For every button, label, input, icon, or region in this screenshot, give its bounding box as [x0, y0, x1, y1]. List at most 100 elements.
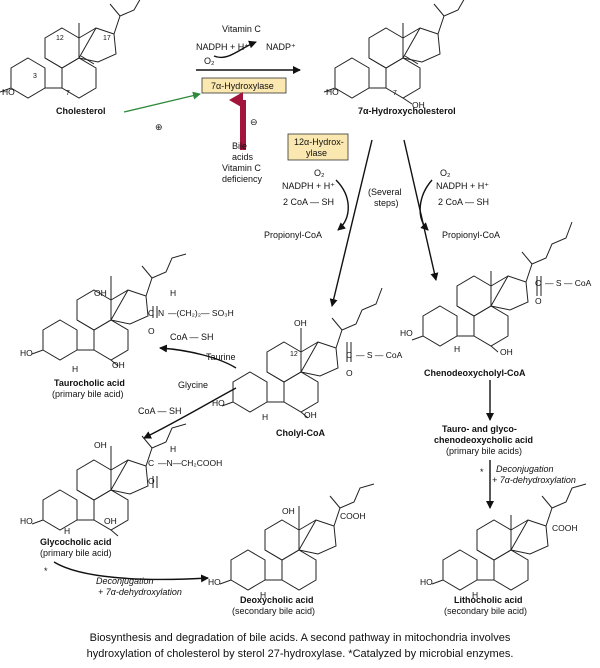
cheno-ho-label: HO	[400, 328, 413, 338]
bile-acid-pathway-diagram: 12 17 3 7 HO Cholesterol ⊕ Vitamin C NAD…	[0, 0, 592, 616]
nadph-label: NADPH + H⁺	[196, 42, 249, 52]
tauro-oh-top: OH	[94, 288, 107, 298]
cholyl-ho-label: HO	[212, 398, 225, 408]
litho-ho-label: HO	[420, 577, 433, 587]
bile-label-4: deficiency	[222, 174, 263, 184]
left-dehydroxylation-label: + 7α-dehydroxylation	[98, 587, 182, 597]
cheno-scoa-label: — S — CoA	[545, 278, 592, 288]
tauro-h-label: H	[170, 288, 176, 298]
tauro-glyco-sub: (primary bile acids)	[446, 446, 522, 456]
cheno-o-label: O	[535, 296, 542, 306]
atom-number-12: 12	[56, 35, 64, 42]
hydroxycholesterol-label: 7α-Hydroxycholesterol	[358, 106, 456, 116]
left-o2-label: O₂	[314, 168, 325, 178]
chenodeoxycholyl-coa-label: Chenodeoxycholyl-CoA	[424, 368, 526, 378]
bile-label-2: acids	[232, 152, 254, 162]
glyco-oh-label: OH	[104, 516, 117, 526]
hydroxy-ho-label: HO	[326, 87, 339, 97]
12a-hydroxylase-box	[287, 133, 349, 161]
bile-label-1: Bile	[232, 141, 247, 151]
glyco-oh-top: OH	[94, 440, 107, 450]
cholyl-atom-12: 12	[290, 351, 298, 358]
right-propionyl-label: Propionyl-CoA	[442, 230, 500, 240]
chenodeoxycholyl-coa-structure	[411, 221, 573, 353]
tauro-h2-label: H	[72, 364, 78, 374]
right-cofactor-curve	[419, 179, 433, 231]
deoxy-h-label: H	[260, 590, 266, 600]
glycocholic-label: Glycocholic acid	[40, 537, 112, 547]
glyco-coash-label: CoA — SH	[138, 406, 182, 416]
12a-hydroxylase-label-2: ylase	[306, 148, 327, 158]
right-deconjugation-label: Deconjugation	[496, 464, 554, 474]
left-cofactor-curve	[335, 179, 349, 231]
several-steps-2: steps)	[374, 198, 399, 208]
glyco-o-label: O	[148, 476, 155, 486]
lithocholic-sub: (secondary bile acid)	[444, 606, 527, 616]
cheno-h-label: H	[454, 344, 460, 354]
deoxycholic-label: Deoxycholic acid	[240, 595, 314, 605]
taurocholic-sub: (primary bile acid)	[52, 389, 124, 399]
cholyl-oh-label: OH	[304, 410, 317, 420]
taurocholic-structure	[31, 253, 187, 367]
right-deconj-star: *	[480, 467, 484, 477]
glycine-label: Glycine	[178, 380, 208, 390]
litho-cooh-label: COOH	[552, 523, 578, 533]
tauro-o-label: O	[148, 326, 155, 336]
deoxycholic-sub: (secondary bile acid)	[232, 606, 315, 616]
caption-line-1: Biosynthesis and degradation of bile aci…	[89, 632, 511, 644]
cholyl-coa-structure	[221, 287, 383, 419]
left-deconjugation-label: Deconjugation	[96, 576, 154, 586]
tauro-glyco-label-1: Tauro- and glyco-	[442, 424, 517, 434]
hydroxy-atom-number-7: 7	[393, 90, 397, 97]
deoxy-cooh-label: COOH	[340, 511, 366, 521]
tauro-c-label: C	[148, 308, 154, 318]
right-dehydroxylation-label: + 7α-dehydroxylation	[492, 475, 576, 485]
glyco-ho-label: HO	[20, 516, 33, 526]
left-coash-label: 2 CoA — SH	[283, 197, 334, 207]
atom-number-17: 17	[103, 35, 111, 42]
cholyl-scoa-label: — S — CoA	[356, 350, 403, 360]
tauro-ho-label: HO	[20, 348, 33, 358]
cholesterol-label: Cholesterol	[56, 106, 106, 116]
cholyl-c-label: C	[346, 350, 352, 360]
cholyl-oh-top: OH	[294, 318, 307, 328]
cholyl-coa-label: Cholyl-CoA	[276, 428, 325, 438]
left-nadph-label: NADPH + H⁺	[282, 181, 335, 191]
glyco-h2-label: H	[64, 526, 70, 536]
cholesterol-structure	[0, 0, 141, 99]
atom-number-3: 3	[33, 73, 37, 80]
left-propionyl-label: Propionyl-CoA	[264, 230, 322, 240]
to-taurocholic-arrow	[159, 344, 237, 369]
cholyl-o-label: O	[346, 368, 353, 378]
glyco-chain-label: —N—CH₂COOH	[158, 458, 222, 468]
cheno-oh-label: OH	[500, 347, 513, 357]
inhibition-minus-sign: ⊖	[250, 117, 258, 127]
12a-hydroxylase-label-1: 12α-Hydrox-	[294, 137, 344, 147]
to-glycocholic-arrow	[143, 387, 237, 439]
cholyl-h-label: H	[262, 412, 268, 422]
caption-line-2: hydroxylation of cholesterol by sterol 2…	[86, 648, 514, 660]
taurocholic-label: Taurocholic acid	[54, 378, 125, 388]
figure-caption: Biosynthesis and degradation of bile aci…	[0, 630, 600, 662]
glyco-h-label: H	[170, 444, 176, 454]
o2-label: O₂	[204, 56, 215, 66]
nadp-label: NADP⁺	[266, 42, 296, 52]
bile-label-3: Vitamin C	[222, 163, 261, 173]
left-deconj-star: *	[44, 566, 48, 576]
deoxycholic-structure	[219, 483, 375, 591]
cholesterol-ho-label: HO	[2, 87, 15, 97]
right-coash-label: 2 CoA — SH	[438, 197, 489, 207]
taurine-label: Taurine	[206, 352, 236, 362]
lithocholic-structure	[431, 483, 587, 591]
several-steps-1: (Several	[368, 187, 402, 197]
to-deoxycholic-arrow	[53, 561, 209, 583]
stimulation-arrow	[123, 91, 201, 113]
cheno-c-label: C	[535, 278, 541, 288]
7a-hydroxylase-label: 7α-Hydroxylase	[211, 81, 274, 91]
to-cholyl-coa-arrow	[329, 139, 373, 307]
lithocholic-label: Lithocholic acid	[454, 595, 523, 605]
tauro-n-label: N	[158, 308, 164, 318]
glycocholic-structure	[31, 423, 187, 537]
glyco-c-label: C	[148, 458, 154, 468]
tauro-chain-label: —(CH₂)₂— SO₃H	[168, 308, 234, 318]
